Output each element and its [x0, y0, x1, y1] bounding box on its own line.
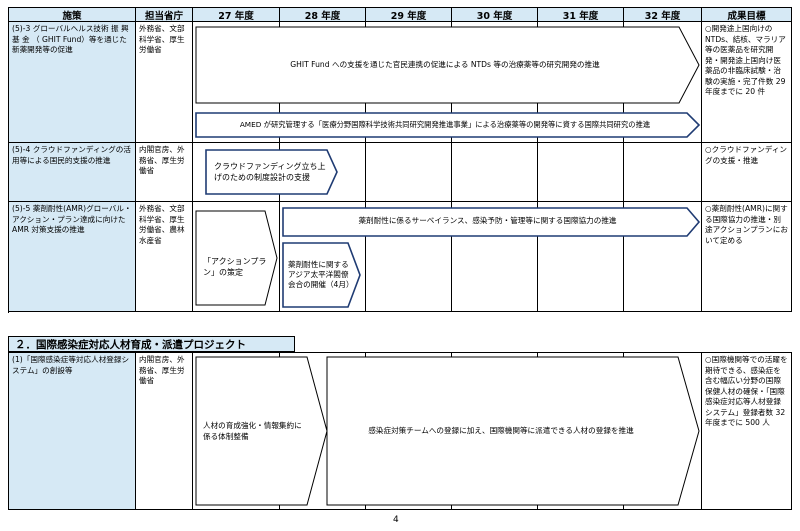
year-divider [365, 22, 366, 312]
header-results: 成果目標 [702, 8, 792, 22]
timeline-cell [193, 22, 701, 143]
arrow-amr-surveillance [282, 207, 701, 237]
arrow-registration-text: 感染症対策チームへの登録に加え、国際機関等に派遣できる人材の登録を推進 [368, 426, 634, 435]
header-year-30: 30 年度 [452, 8, 538, 22]
header-ministry: 担当省庁 [136, 8, 193, 22]
header-year-28: 28 年度 [280, 8, 366, 22]
arrow-personnel-training [195, 356, 328, 506]
policy-5-5: (5)-5 薬剤耐性(AMR)グローバル・アクション・プラン達成に向けた AMR… [9, 202, 136, 312]
year-divider [701, 353, 702, 510]
timeline-cell [193, 353, 701, 510]
schedule-table [8, 7, 792, 313]
arrow-amr-surveillance-text: 薬剤耐性に係るサーベイランス、感染予防・管理等に関する国際協力の推進 [358, 216, 617, 225]
year-divider [701, 22, 702, 312]
arrow-crowdfunding-text: クラウドファンディング立ち上げのための制度設計の支援 [214, 162, 326, 182]
results-5-5: ○薬剤耐性(AMR)に関する国際協力の推進・別途アクションプランにおいて定める [702, 202, 792, 312]
year-divider [623, 22, 624, 312]
arrow-ghit-fund-text: GHIT Fund への支援を通じた官民連携の促進による NTDs 等の治療薬等… [290, 60, 600, 69]
header-year-27: 27 年度 [193, 8, 280, 22]
arrow-action-plan-text: 「アクションプラン」の策定 [203, 257, 267, 277]
header-year-31: 31 年度 [538, 8, 624, 22]
header-year-32: 32 年度 [624, 8, 702, 22]
arrow-personnel-training-text: 人材の育成強化・情報集約に係る体制整備 [203, 421, 302, 441]
arrow-registration [326, 356, 700, 506]
ministry-5-4: 内閣官房、外務省、厚生労働省 [136, 143, 193, 202]
results-5-3: ○開発途上国向けの NTDs、結核、マラリア等の医薬品を研究開発・開発途上国向け… [702, 22, 792, 143]
policy-2-1: (1)「国際感染症等対応人材登録システム」の創設等 [9, 353, 136, 510]
year-divider [537, 22, 538, 312]
section-2-title: ２．国際感染症対応人材育成・派遣プロジェクト [8, 336, 295, 352]
header-policy: 施策 [9, 8, 136, 22]
ministry-5-5: 外務省、文部科学省、厚生労働省、農林水産省 [136, 202, 193, 312]
arrow-amed-text: AMED が研究管理する「医療分野国際科学技術共同研究開発推進事業」による治療薬… [239, 120, 651, 129]
results-5-4: ○クラウドファンディングの支援・推進 [702, 143, 792, 202]
ministry-2-1: 内閣官房、外務省、厚生労働省 [136, 353, 193, 510]
arrow-asia-pacific-meeting-text: 薬剤耐性に関するアジア太平洋閣僚会合の開催（4月） [288, 260, 354, 289]
arrow-crowdfunding [205, 149, 338, 195]
year-divider [451, 22, 452, 312]
arrow-amed [195, 112, 701, 138]
arrow-ghit-fund [195, 26, 700, 104]
arrow-action-plan [195, 210, 278, 306]
section-2-table [8, 352, 792, 510]
policy-5-4: (5)-4 クラウドファンディングの活用等による国民的支援の推進 [9, 143, 136, 202]
results-2-1: ○国際機関等での活躍を期待できる、感染症を含む幅広い分野の国際保健人材の確保・「… [702, 353, 792, 510]
policy-5-3: (5)-3 グローバルヘルス技術 振 興 基 金 （ GHIT Fund）等を通… [9, 22, 136, 143]
ministry-5-3: 外務省、文部科学省、厚生労働省 [136, 22, 193, 143]
timeline-cell [193, 202, 701, 312]
header-year-29: 29 年度 [366, 8, 452, 22]
page-number: 4 [393, 515, 399, 525]
timeline-cell [193, 143, 701, 202]
arrow-asia-pacific-meeting [282, 242, 361, 308]
